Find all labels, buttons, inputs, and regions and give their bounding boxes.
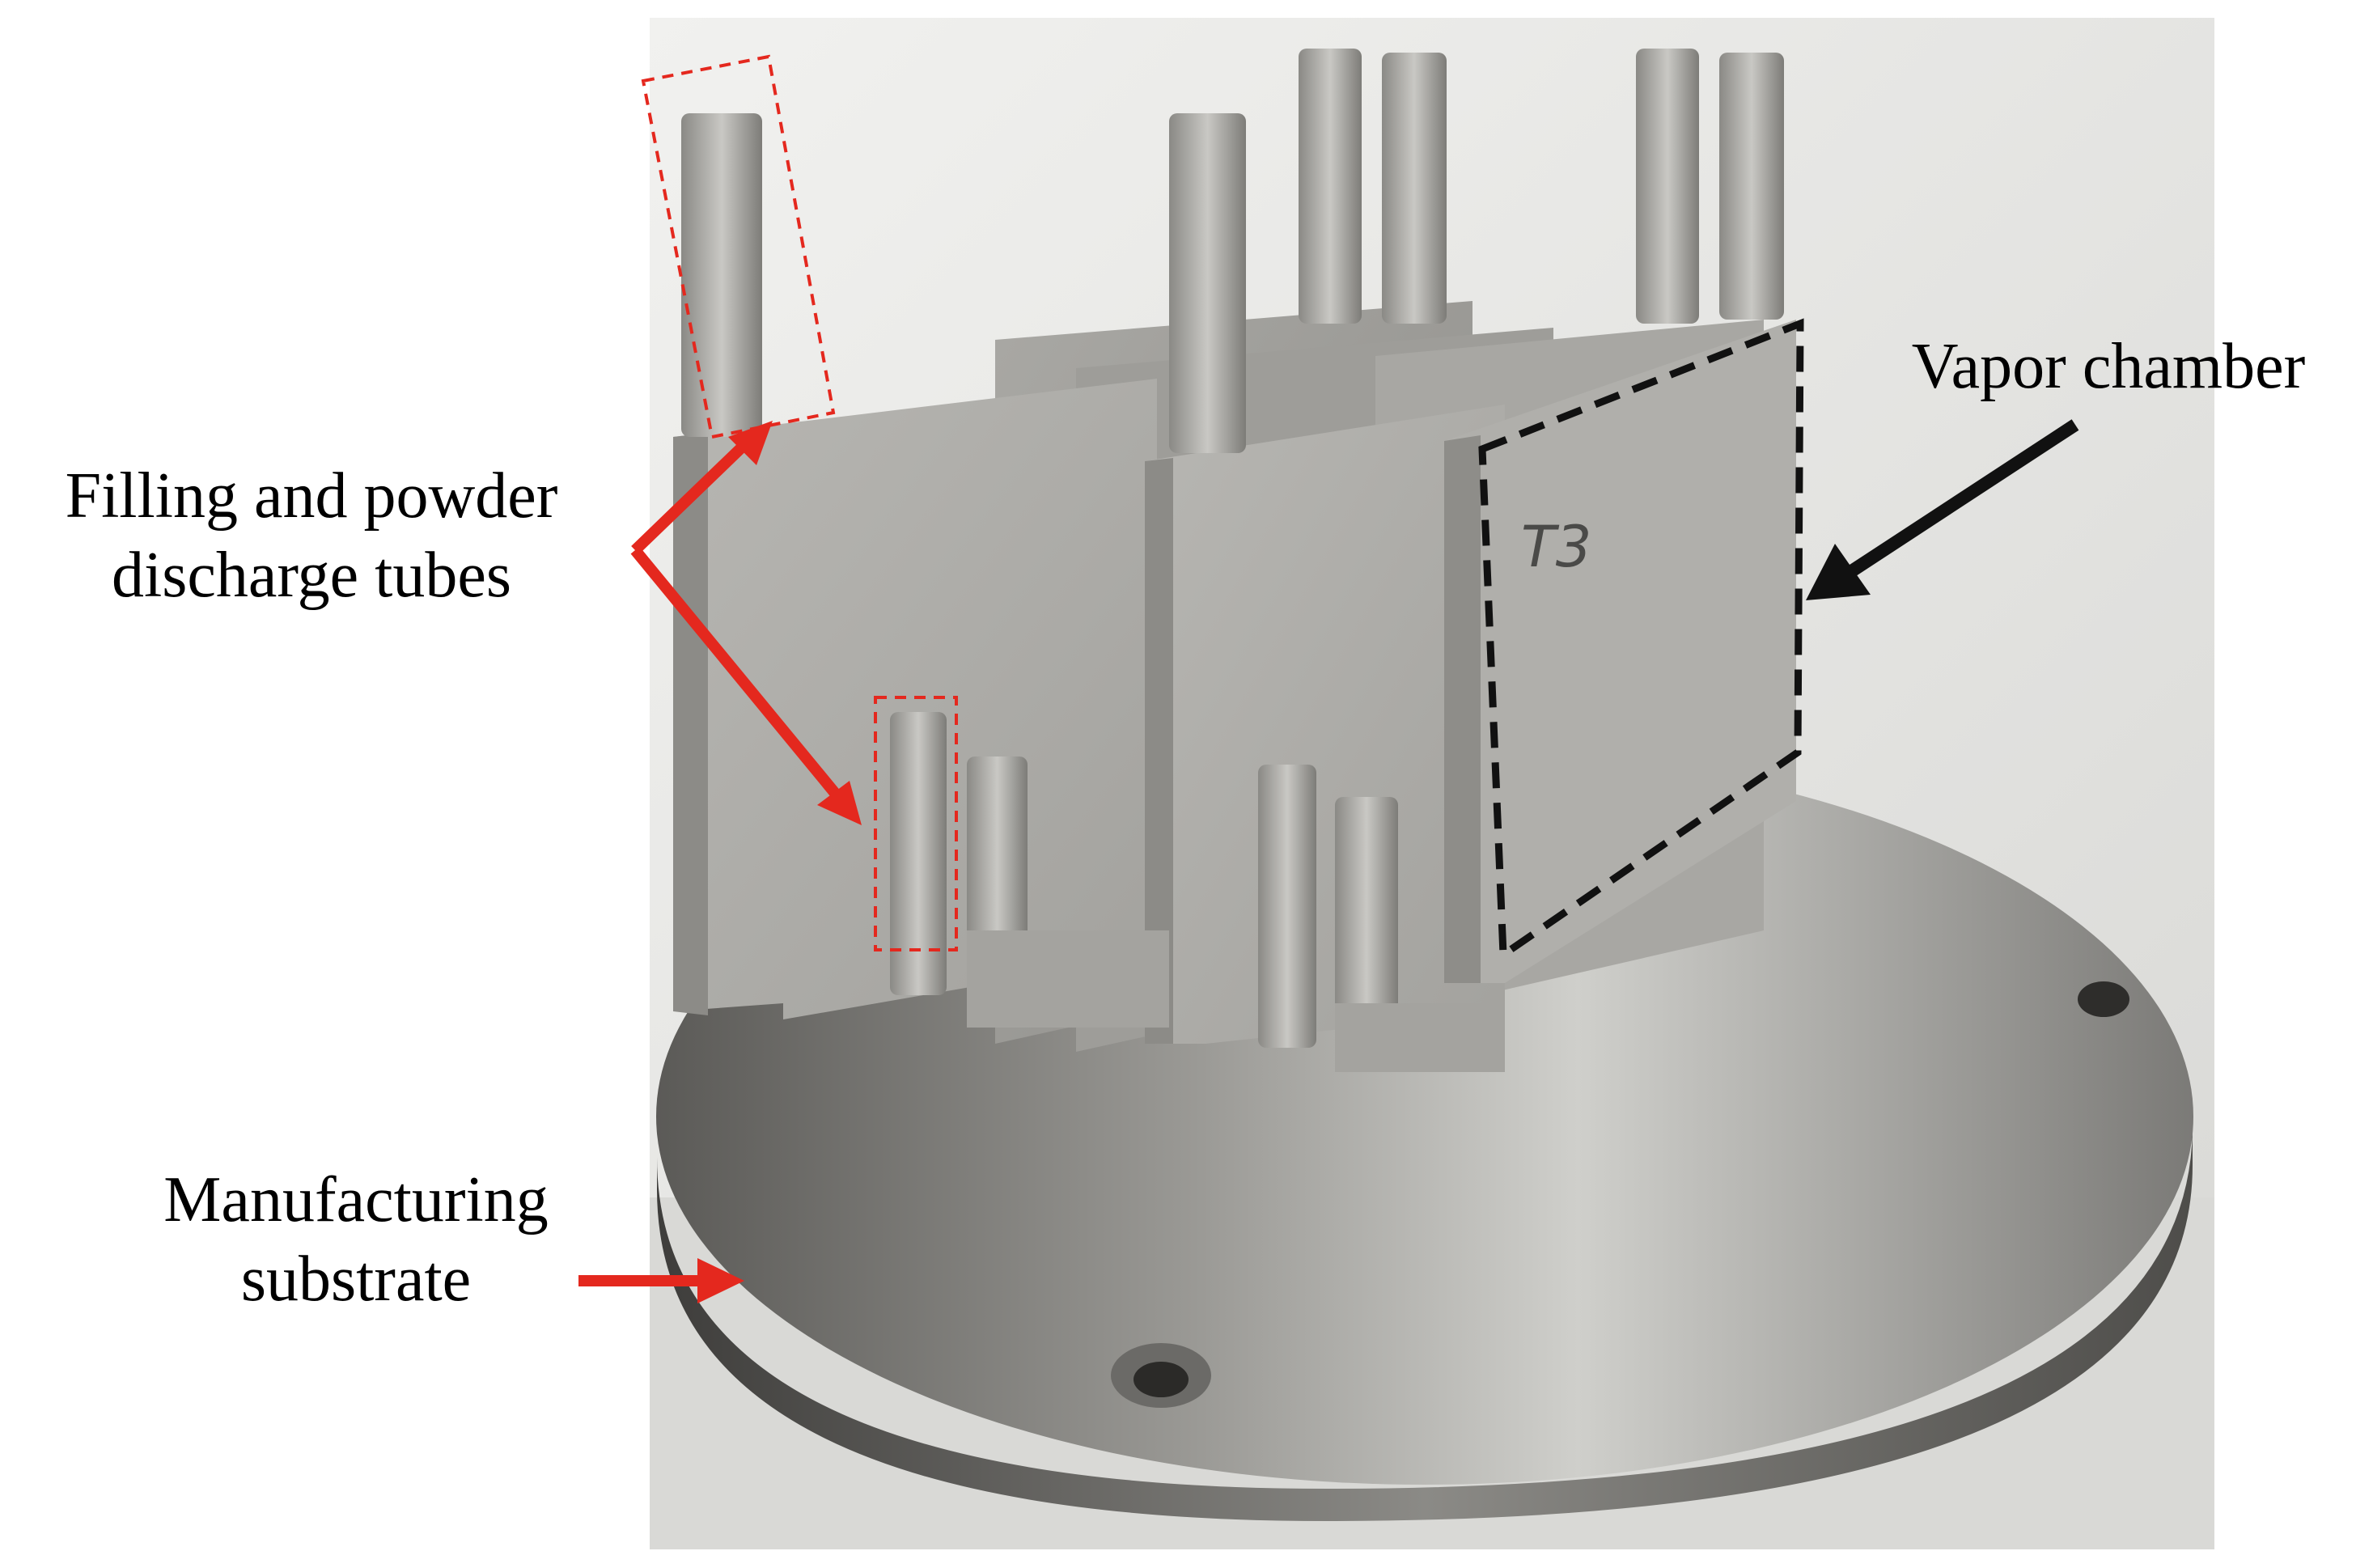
substrate-label-line2: substrate	[240, 1243, 472, 1315]
tubes-label-line1: Filling and powder	[65, 460, 558, 532]
vapor-arrow	[1806, 419, 2079, 600]
tube-highlight-box-top	[641, 54, 836, 439]
vapor-chamber-label: Vapor chamber	[1911, 331, 2306, 402]
substrate-label-line1: Manufacturing	[163, 1164, 549, 1235]
tubes-label: Filling and powder discharge tubes	[0, 457, 623, 615]
substrate-arrow	[578, 1258, 744, 1303]
vapor-chamber-box	[1478, 318, 1804, 962]
tubes-label-line2: discharge tubes	[112, 539, 511, 611]
tubes	[681, 49, 1784, 1072]
tube-highlight-box-bottom	[874, 696, 958, 951]
substrate-label: Manufacturing substrate	[97, 1161, 615, 1319]
plate-mark: T3	[1521, 514, 1591, 580]
tube-arrows	[630, 421, 862, 825]
